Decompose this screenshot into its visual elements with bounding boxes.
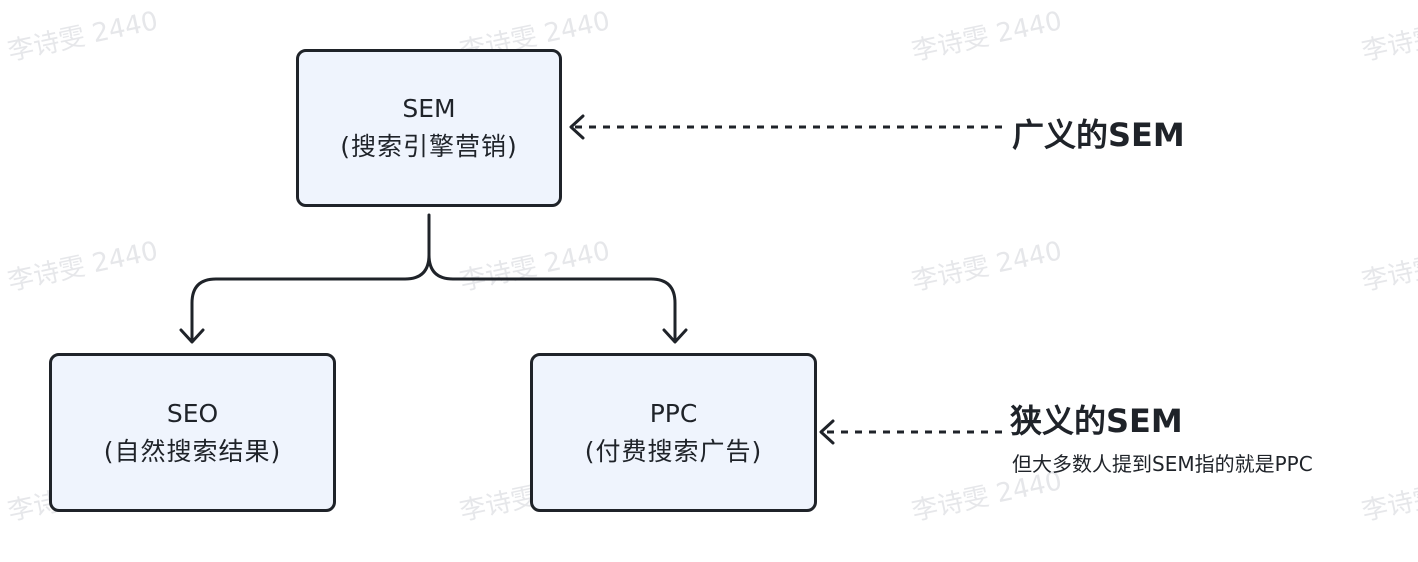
- annotation-narrow-note: 但大多数人提到SEM指的就是PPC: [1012, 452, 1313, 476]
- connector-sem-ppc: [427, 253, 677, 343]
- node-sem-title: SEM: [402, 94, 456, 123]
- node-sem: SEM (搜索引擎营销): [296, 49, 562, 207]
- node-ppc-title: PPC: [649, 398, 698, 428]
- node-seo-subtitle: (自然搜索结果): [103, 436, 282, 466]
- node-seo-title: SEO: [166, 398, 219, 428]
- annotation-broad-title: 广义的SEM: [1012, 116, 1185, 154]
- node-seo: SEO (自然搜索结果): [49, 353, 336, 512]
- node-sem-subtitle: (搜索引擎营销): [340, 132, 518, 161]
- node-ppc-subtitle: (付费搜索广告): [584, 436, 763, 466]
- node-ppc: PPC (付费搜索广告): [530, 353, 817, 512]
- arrowhead-narrow: [819, 419, 835, 445]
- arrowhead-broad: [569, 114, 585, 140]
- connector-sem-seo: [190, 213, 431, 343]
- arrowhead-seo: [179, 328, 205, 344]
- arrowhead-ppc: [662, 328, 688, 344]
- annotation-narrow-title: 狭义的SEM: [1010, 402, 1183, 440]
